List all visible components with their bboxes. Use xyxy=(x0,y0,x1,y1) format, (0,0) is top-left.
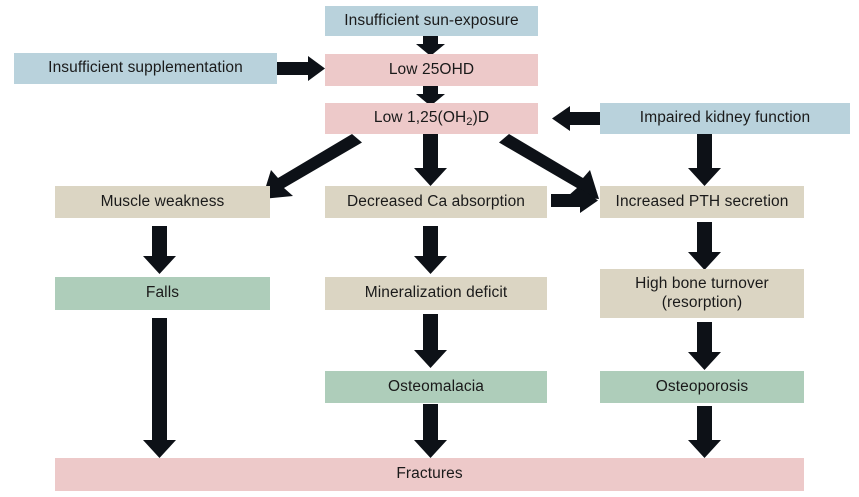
node-osteomalacia[interactable]: Osteomalacia xyxy=(325,371,547,403)
arrow-kidney-to-pth xyxy=(688,134,721,186)
node-impaired-kidney-function[interactable]: Impaired kidney function xyxy=(600,103,850,134)
arrow-osteoporosis-to-fractures xyxy=(688,406,721,458)
arrow-pth-to-bone-turnover xyxy=(688,222,721,270)
arrow-ca-absorption-to-mineralization xyxy=(414,226,447,274)
node-high-bone-turnover[interactable]: High bone turnover (resorption) xyxy=(600,269,804,318)
arrow-ca-absorption-to-pth xyxy=(551,188,598,213)
node-fractures[interactable]: Fractures xyxy=(55,458,804,491)
node-insufficient-supplementation[interactable]: Insufficient supplementation xyxy=(14,53,277,84)
arrow-osteomalacia-to-fractures xyxy=(414,404,447,458)
node-decreased-ca-absorption[interactable]: Decreased Ca absorption xyxy=(325,186,547,218)
node-mineralization-deficit[interactable]: Mineralization deficit xyxy=(325,277,547,310)
arrow-125ohd-to-ca-absorption xyxy=(414,134,447,186)
arrow-sun-to-25ohd xyxy=(416,36,445,56)
arrow-muscle-weakness-to-falls xyxy=(143,226,176,274)
arrow-falls-to-fractures xyxy=(143,318,176,458)
node-falls[interactable]: Falls xyxy=(55,277,270,310)
node-low-1-25-oh2-d-label: Low 1,25(OH2)D xyxy=(373,108,490,128)
node-insufficient-sun-exposure[interactable]: Insufficient sun-exposure xyxy=(325,6,538,36)
arrow-bone-turnover-to-osteoporosis xyxy=(688,322,721,370)
node-increased-pth-secretion[interactable]: Increased PTH secretion xyxy=(600,186,804,218)
arrow-kidney-to-125ohd xyxy=(552,106,600,131)
node-low-1-25-oh2-d[interactable]: Low 1,25(OH2)D xyxy=(325,103,538,134)
node-muscle-weakness[interactable]: Muscle weakness xyxy=(55,186,270,218)
node-osteoporosis[interactable]: Osteoporosis xyxy=(600,371,804,403)
arrow-mineralization-to-osteomalacia xyxy=(414,314,447,368)
node-low-25ohd[interactable]: Low 25OHD xyxy=(325,54,538,86)
arrow-supplementation-to-25ohd xyxy=(277,56,325,81)
